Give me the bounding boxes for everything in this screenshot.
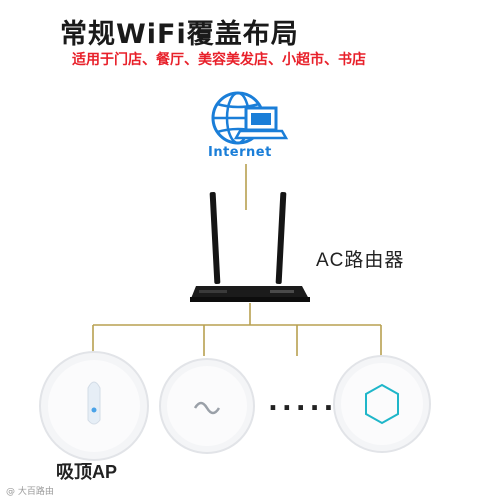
diagram-subtitle: 适用于门店、餐厅、美容美发店、小超市、书店	[72, 52, 366, 68]
more-aps-ellipsis: .....	[268, 387, 338, 417]
diagram-title: 常规WiFi覆盖布局	[60, 19, 299, 50]
ap-label: 吸顶AP	[56, 462, 118, 482]
watermark: @ 大百路由	[6, 487, 54, 497]
ap-connector-lines	[92, 303, 382, 356]
ap-device-3	[333, 355, 431, 453]
internet-icon	[211, 91, 289, 145]
router-icon	[190, 192, 310, 302]
ap-device-2	[159, 358, 255, 454]
ap-device-1	[39, 351, 149, 461]
internet-label: Internet	[208, 145, 272, 160]
router-label: AC路由器	[316, 250, 405, 271]
